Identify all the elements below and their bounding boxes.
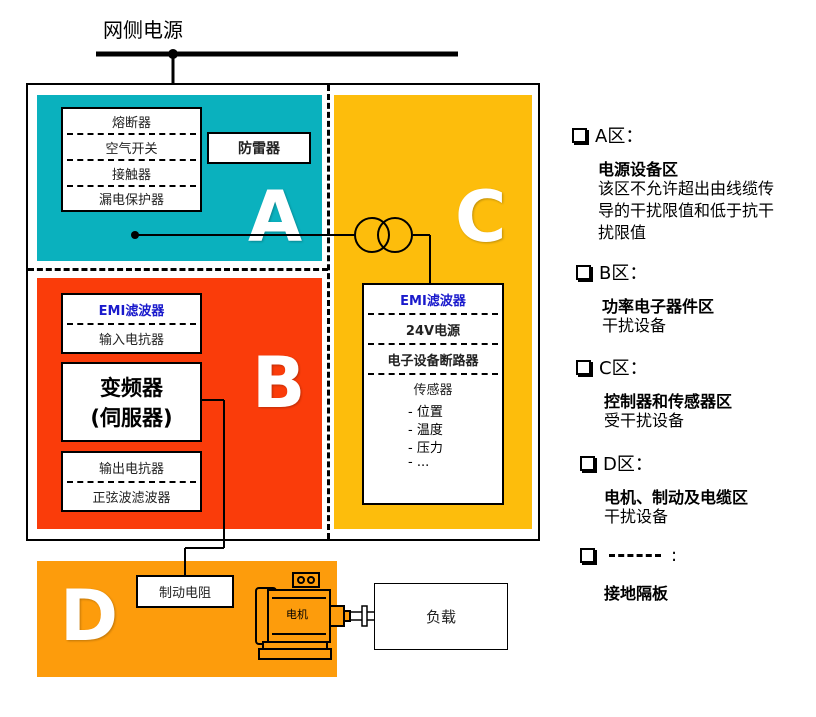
vfd-label: 变频器: [100, 376, 163, 400]
zone-a-letter: A: [248, 176, 303, 258]
legend-b-title: 功率电子器件区: [602, 297, 715, 316]
ground-partition-horizontal: [28, 268, 328, 271]
output-reactor-label: 输出电抗器: [98, 461, 164, 477]
psu-24v-label: 24V电源: [405, 323, 461, 339]
sensor-item: - 温度: [408, 423, 443, 438]
zone-b-letter: B: [252, 342, 306, 424]
legend-c-head: C区：: [576, 354, 648, 380]
fuse-label: 熔断器: [111, 115, 151, 131]
control-box: EMI滤波器 24V电源 电子设备断路器 传感器 - 位置 - 温度 - 压力 …: [362, 283, 504, 505]
zone-c-letter: C: [455, 176, 507, 258]
checkbox-icon: [572, 127, 587, 143]
legend-ground-head: :: [580, 545, 677, 566]
legend-d-title: 电机、制动及电缆区: [604, 488, 749, 507]
legend-a-desc-2: 导的干扰限值和低于抗干: [598, 201, 775, 220]
legend-a-title: 电源设备区: [598, 160, 679, 179]
grid-power-label: 网侧电源: [103, 18, 183, 42]
input-reactor-label: 输入电抗器: [98, 333, 164, 348]
sensor-item: - ...: [408, 455, 430, 470]
breaker-stack: 熔断器 空气开关 接触器 漏电保护器: [61, 107, 202, 212]
air-switch-label: 空气开关: [105, 141, 158, 157]
emi-filter-b-label: EMI滤波器: [98, 303, 165, 319]
output-filter-box: 输出电抗器 正弦波滤波器: [61, 451, 202, 512]
input-filter-box: EMI滤波器 输入电抗器: [61, 293, 202, 354]
sensor-item: - 压力: [408, 441, 443, 456]
zone-d-letter: D: [60, 575, 119, 657]
legend-d-desc: 干扰设备: [604, 507, 669, 526]
legend-b-desc: 干扰设备: [602, 316, 667, 335]
checkbox-icon: [576, 264, 591, 280]
checkbox-icon: [576, 359, 591, 375]
rcd-label: 漏电保护器: [98, 193, 164, 208]
cabinet-enclosure: [26, 83, 540, 541]
legend-a-head: A区：: [572, 122, 643, 148]
load-box: 负载: [374, 583, 508, 650]
legend-a-desc-1: 该区不允许超出由线缆传: [598, 179, 775, 198]
legend-c-desc: 受干扰设备: [604, 411, 685, 430]
motor-label: 电机: [286, 608, 308, 621]
legend-ground-title: 接地隔板: [604, 584, 669, 603]
emi-filter-c-label: EMI滤波器: [400, 293, 466, 309]
legend-b-head: B区：: [576, 259, 647, 285]
surge-protector: 防雷器: [207, 132, 311, 164]
servo-label: (伺服器): [90, 406, 173, 430]
transformer-icon: [354, 217, 413, 253]
brake-resistor: 制动电阻: [136, 575, 234, 608]
vfd-box: 变频器 (伺服器): [61, 362, 202, 442]
sensor-title: 传感器: [413, 382, 453, 398]
legend-c-title: 控制器和传感器区: [604, 392, 733, 411]
sine-filter-label: 正弦波滤波器: [92, 491, 171, 506]
checkbox-icon: [580, 455, 595, 471]
electronic-breaker-label: 电子设备断路器: [387, 353, 479, 369]
legend-a-desc-3: 扰限值: [598, 223, 647, 242]
dashed-line-sample: [609, 554, 661, 557]
sensor-item: - 位置: [408, 405, 443, 420]
checkbox-icon: [580, 548, 595, 563]
motor-icon: [255, 572, 351, 660]
contactor-label: 接触器: [111, 167, 151, 183]
ground-partition-vertical: [327, 85, 330, 539]
legend-d-head: D区：: [580, 450, 653, 476]
